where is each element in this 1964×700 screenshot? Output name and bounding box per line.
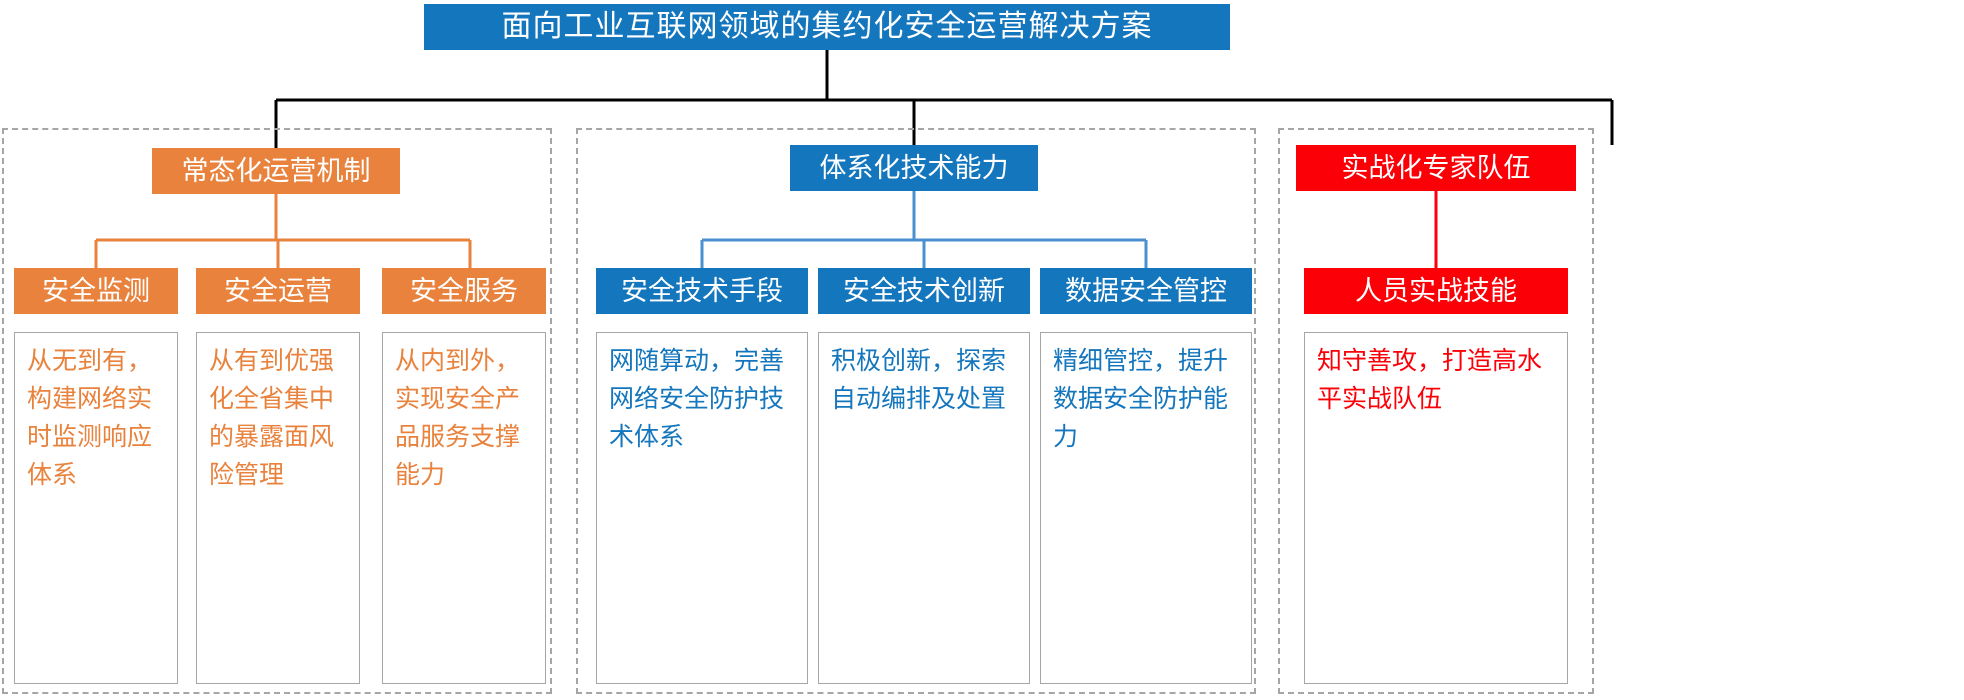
node-description-security-tech-innovation: 积极创新，探索自动编排及处置 (818, 332, 1030, 684)
node-chip-security-services[interactable]: 安全服务 (382, 268, 546, 314)
root-title: 面向工业互联网领域的集约化安全运营解决方案 (424, 4, 1230, 50)
node-description-security-monitoring: 从无到有，构建网络实时监测响应体系 (14, 332, 178, 684)
node-description-security-services: 从内到外，实现安全产品服务支撑能力 (382, 332, 546, 684)
node-description-security-operations: 从有到优强化全省集中的暴露面风险管理 (196, 332, 360, 684)
node-description-data-security-control: 精细管控，提升数据安全防护能力 (1040, 332, 1252, 684)
branch-header-experts[interactable]: 实战化专家队伍 (1296, 145, 1576, 191)
node-chip-security-tech-means[interactable]: 安全技术手段 (596, 268, 808, 314)
node-chip-security-monitoring[interactable]: 安全监测 (14, 268, 178, 314)
node-description-security-tech-means: 网随算动，完善网络安全防护技术体系 (596, 332, 808, 684)
group-container-operations (2, 128, 552, 694)
node-chip-personnel-combat-skills[interactable]: 人员实战技能 (1304, 268, 1568, 314)
branch-header-technology[interactable]: 体系化技术能力 (790, 145, 1038, 191)
node-chip-security-tech-innovation[interactable]: 安全技术创新 (818, 268, 1030, 314)
node-description-personnel-combat-skills: 知守善攻，打造高水平实战队伍 (1304, 332, 1568, 684)
branch-header-operations[interactable]: 常态化运营机制 (152, 148, 400, 194)
group-container-technology (576, 128, 1256, 694)
node-chip-security-operations[interactable]: 安全运营 (196, 268, 360, 314)
group-container-experts (1278, 128, 1594, 694)
node-chip-data-security-control[interactable]: 数据安全管控 (1040, 268, 1252, 314)
